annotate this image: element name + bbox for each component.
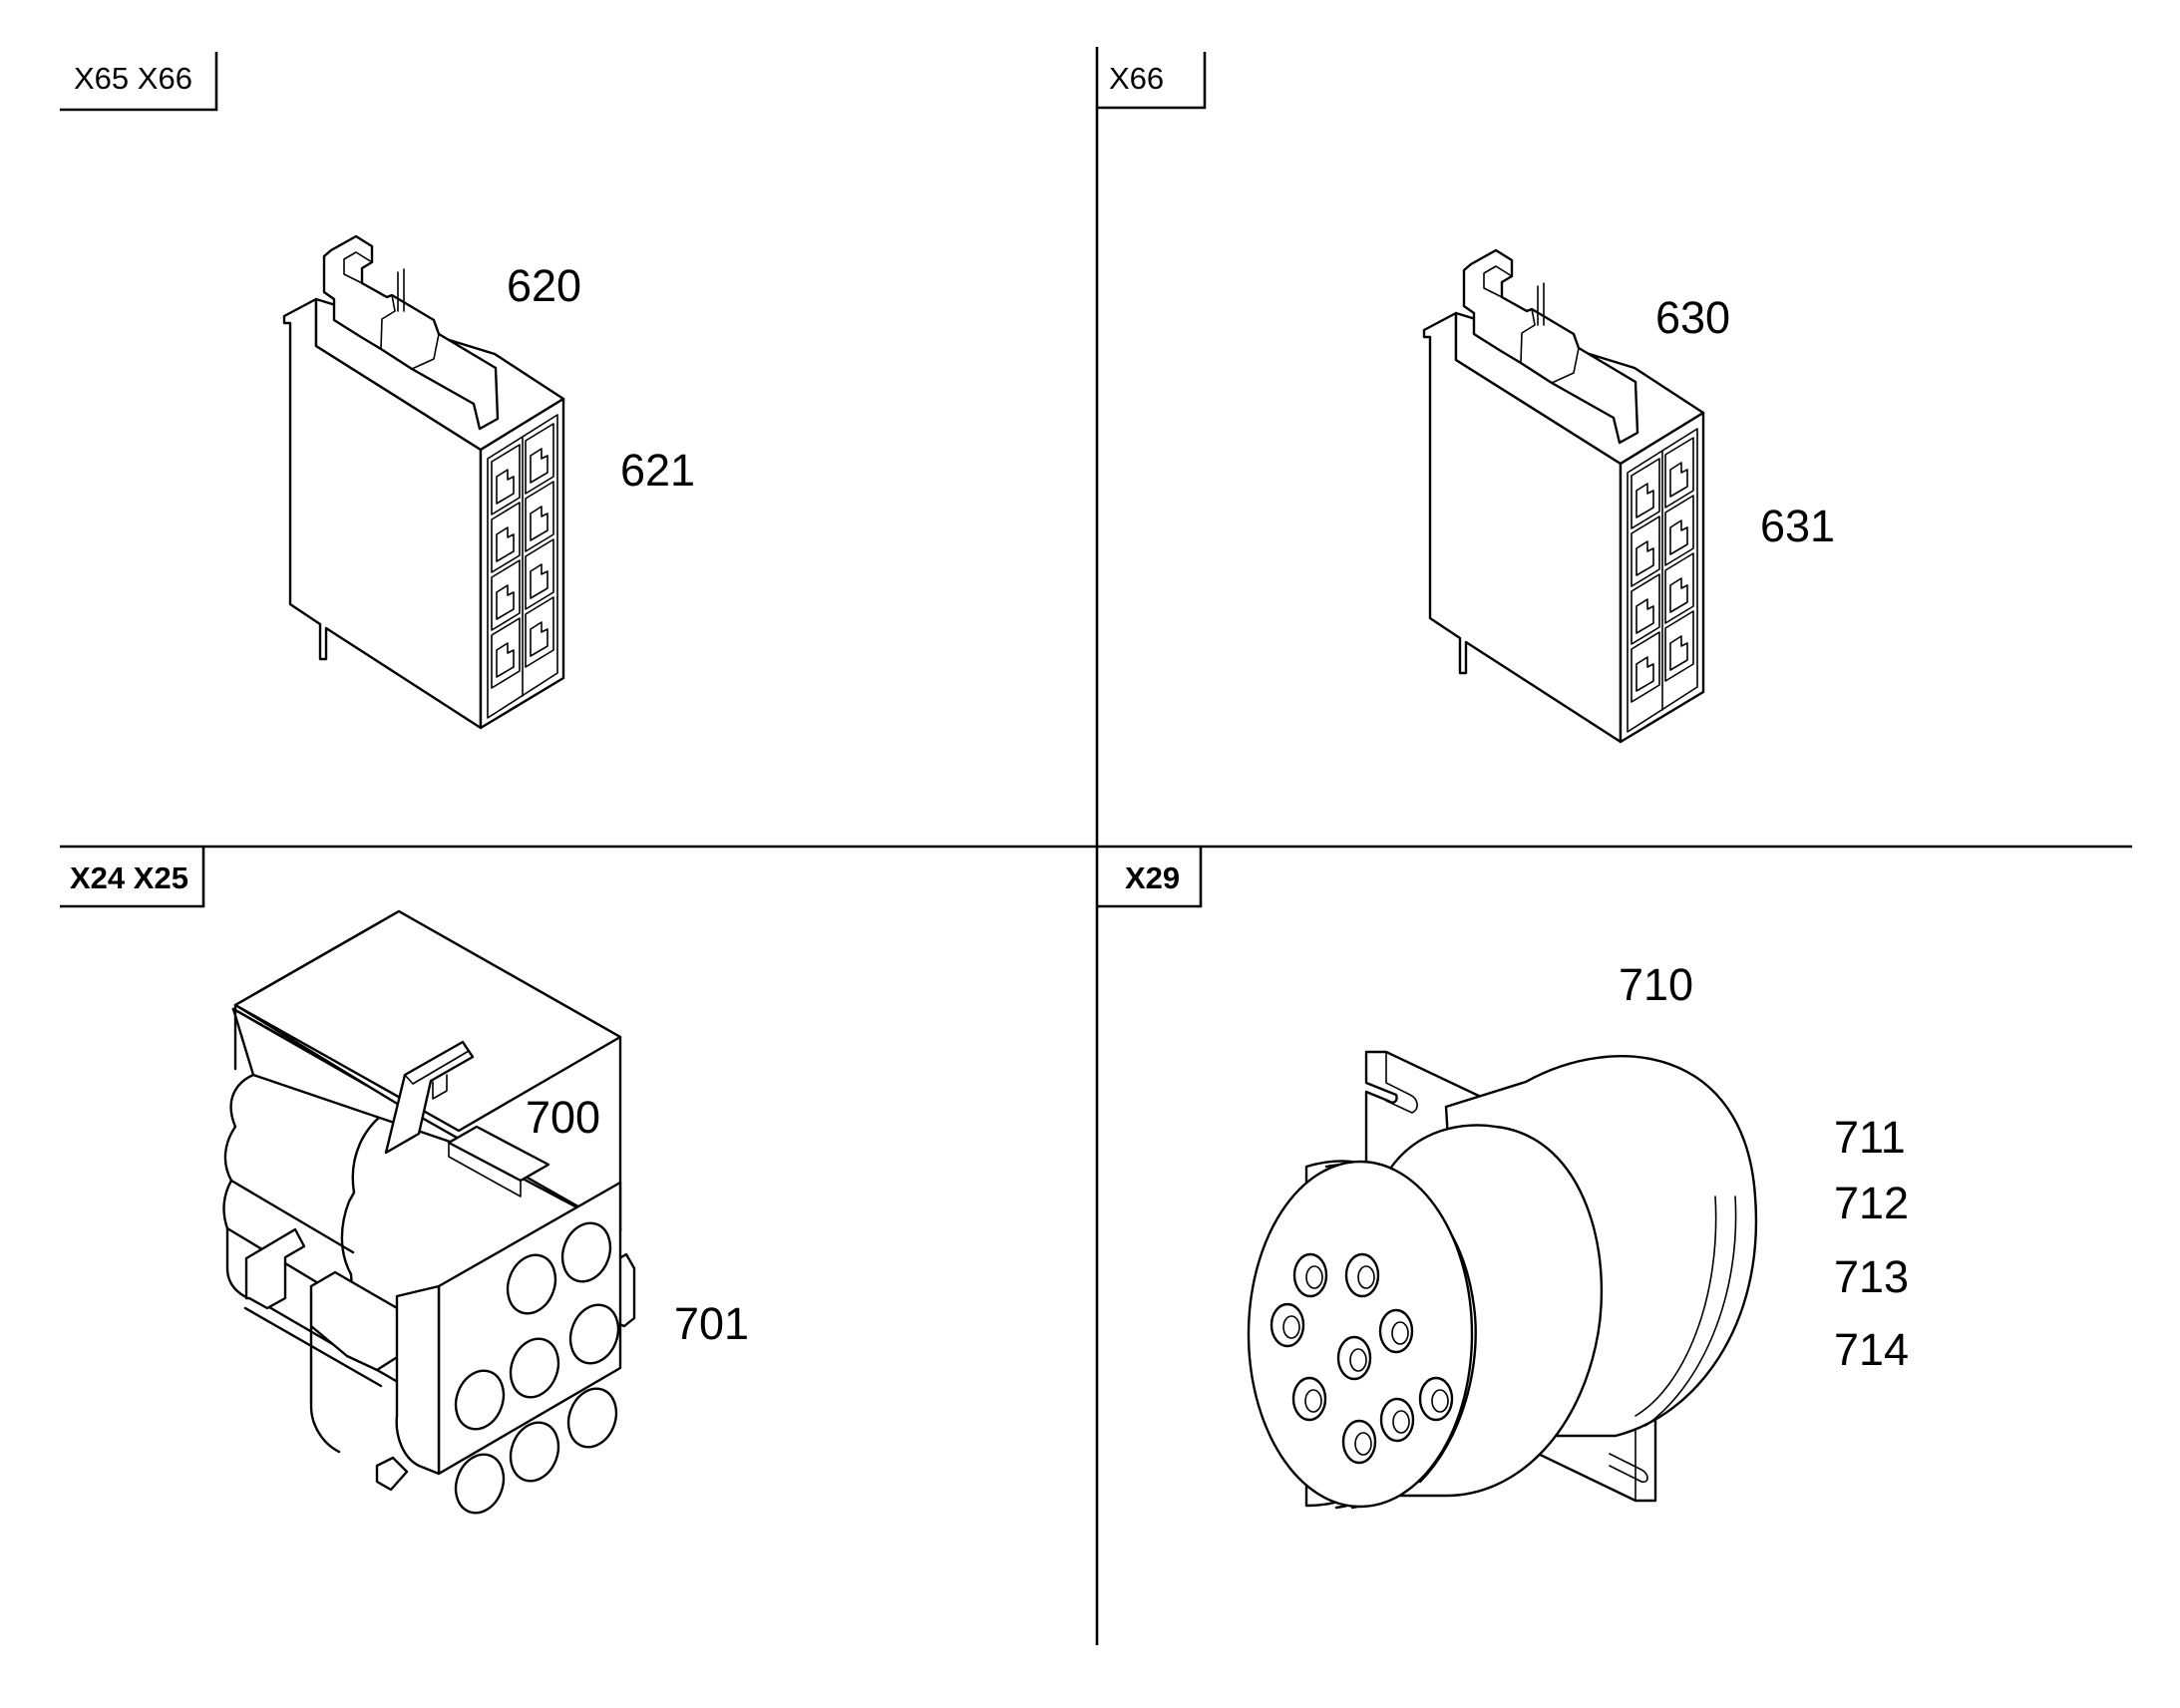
tag-box-bottom-left <box>60 847 205 908</box>
callout-712: 712 <box>1834 1178 1909 1228</box>
callout-630: 630 <box>1655 292 1730 343</box>
round-connector-illustration <box>1247 1050 1758 1510</box>
callout-710: 710 <box>1619 959 1693 1010</box>
callout-620: 620 <box>507 260 581 311</box>
callout-621: 621 <box>620 445 695 496</box>
tag-box-top-left <box>60 52 218 112</box>
section-tag-top-left: X65 X66 <box>74 61 192 96</box>
callout-711: 711 <box>1834 1112 1906 1163</box>
section-tag-bottom-right: X29 <box>1125 860 1180 895</box>
section-tag-bottom-left: X24 X25 <box>70 860 188 895</box>
callout-714: 714 <box>1834 1324 1909 1375</box>
section-tag-top-right: X66 <box>1109 61 1164 96</box>
tag-box-top-right <box>1097 52 1207 110</box>
callout-631: 631 <box>1760 501 1835 551</box>
tag-box-bottom-right <box>1097 847 1203 908</box>
callout-713: 713 <box>1834 1251 1909 1302</box>
callout-700: 700 <box>526 1092 600 1143</box>
callout-701: 701 <box>674 1298 749 1349</box>
nine-way-connector-illustration <box>222 909 636 1515</box>
